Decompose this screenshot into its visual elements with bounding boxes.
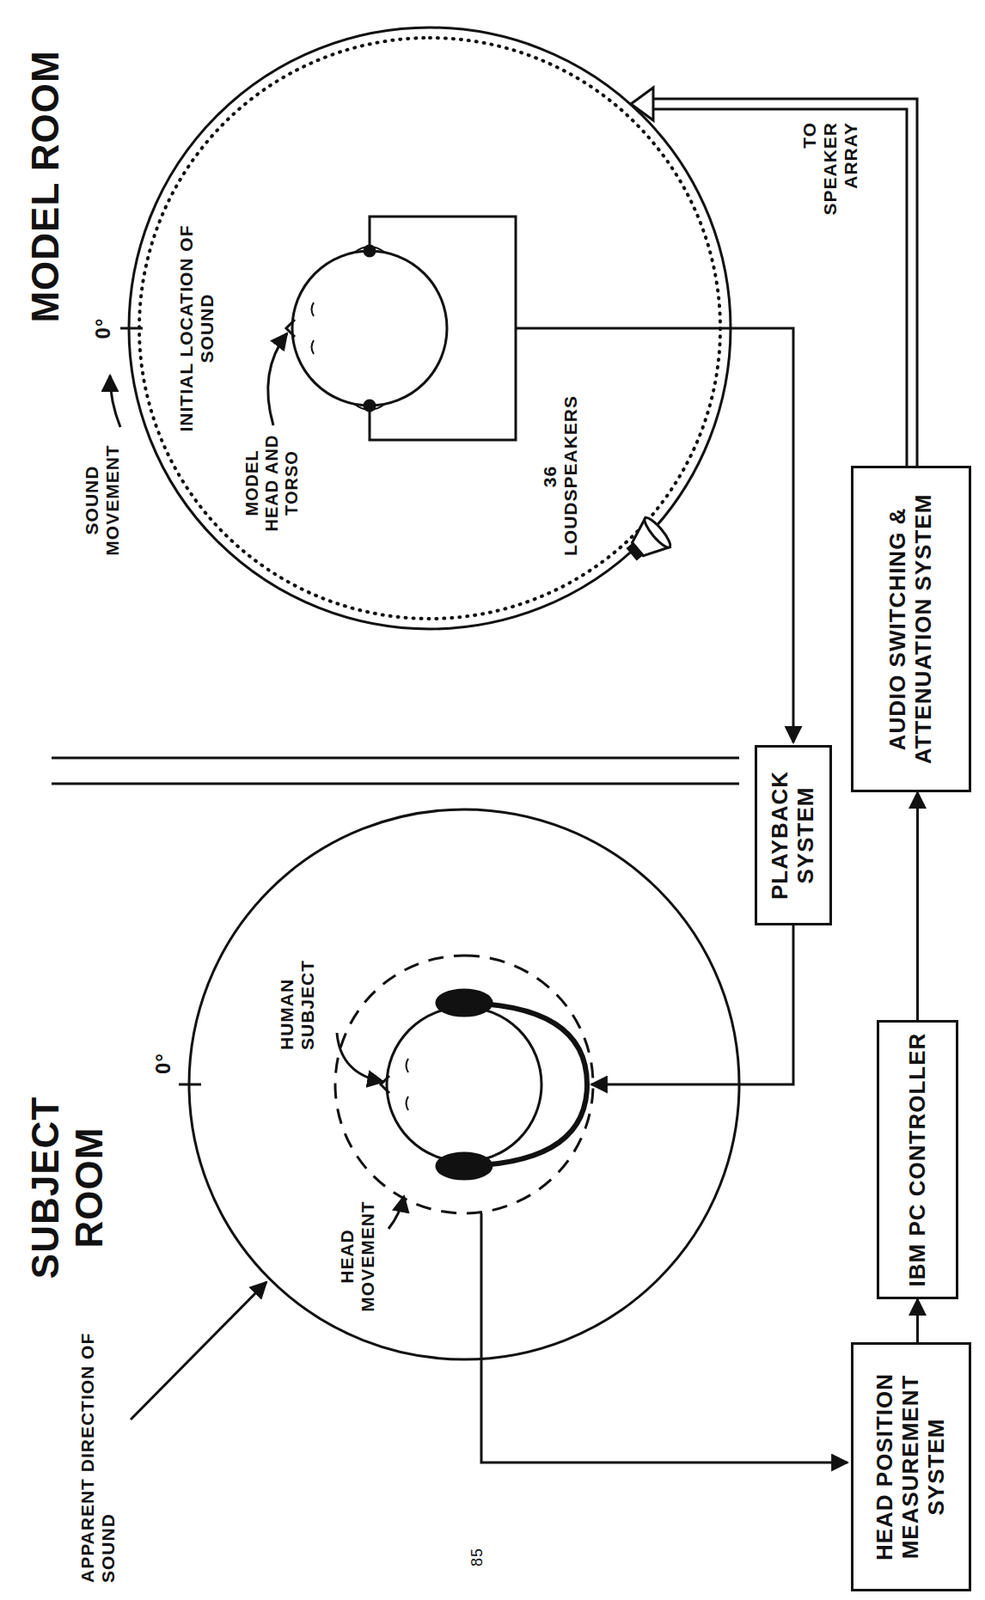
process-box: HEAD POSITION MEASUREMENT SYSTEM <box>850 1342 972 1592</box>
speaker-cable <box>653 109 907 466</box>
ear-cup <box>436 990 492 1016</box>
leader-arrow <box>268 333 288 426</box>
annotation: SOUND MOVEMENT <box>81 431 123 569</box>
annotation: 0° <box>151 1022 176 1075</box>
headphone-band <box>455 1003 588 1167</box>
process-box: AUDIO SWITCHING & ATTENUATION SYSTEM <box>850 465 972 793</box>
drawing-stroke <box>628 544 643 559</box>
microphone <box>364 400 375 411</box>
annotation: 0° <box>91 293 116 363</box>
zero-tick <box>178 1083 202 1087</box>
eye <box>312 340 315 355</box>
head-movement-arrow <box>388 1196 404 1230</box>
box-label: IBM PC CONTROLLER <box>905 1033 931 1288</box>
head-movement-circle <box>335 955 594 1214</box>
wall <box>51 783 740 786</box>
drawing-stroke <box>641 514 673 551</box>
signal-arrow <box>916 792 919 1021</box>
process-box: PLAYBACK SYSTEM <box>754 745 833 926</box>
annotation: INITIAL LOCATION OF SOUND <box>176 212 218 445</box>
annotation: TO SPEAKER ARRAY <box>799 122 862 234</box>
box-label: HEAD POSITION MEASUREMENT SYSTEM <box>872 1353 950 1581</box>
model-head <box>292 250 447 406</box>
open-arrowhead <box>630 87 654 121</box>
eye <box>406 1096 410 1111</box>
annotation: MODEL HEAD AND TORSO <box>242 427 302 539</box>
loudspeaker <box>620 514 674 569</box>
head-position-wire <box>481 1213 848 1463</box>
annotation: 36 LOUDSPEAKERS <box>539 397 582 557</box>
microphone <box>364 245 375 257</box>
human-head <box>386 1007 542 1163</box>
annotation: APPARENT DIRECTION OF SOUND <box>77 1325 119 1584</box>
nose <box>380 1076 390 1094</box>
annotation: HUMAN SUBJECT <box>276 904 319 1051</box>
page-number: 85 <box>468 1531 487 1584</box>
leader-arrow <box>130 1282 267 1420</box>
box-label: AUDIO SWITCHING & ATTENUATION SYSTEM <box>885 477 937 782</box>
room-title: SUBJECT ROOM <box>24 1046 111 1330</box>
signal-arrow <box>916 1299 919 1343</box>
sound-movement-arrow <box>110 375 121 428</box>
annotation: HEAD MOVEMENT <box>336 1196 379 1317</box>
eye <box>312 302 315 317</box>
box-label: PLAYBACK SYSTEM <box>767 756 820 915</box>
eye <box>406 1058 410 1073</box>
zero-tick <box>120 327 143 331</box>
process-box: IBM PC CONTROLLER <box>876 1020 959 1300</box>
model-wire <box>515 328 794 743</box>
wall <box>51 757 740 760</box>
ear-cup <box>436 1153 492 1180</box>
room-title: MODEL ROOM <box>24 44 68 329</box>
drawing-stroke <box>51 27 918 1463</box>
leader-arrow <box>336 1033 384 1083</box>
headset-wire <box>591 925 794 1085</box>
speaker-cable <box>653 98 918 466</box>
